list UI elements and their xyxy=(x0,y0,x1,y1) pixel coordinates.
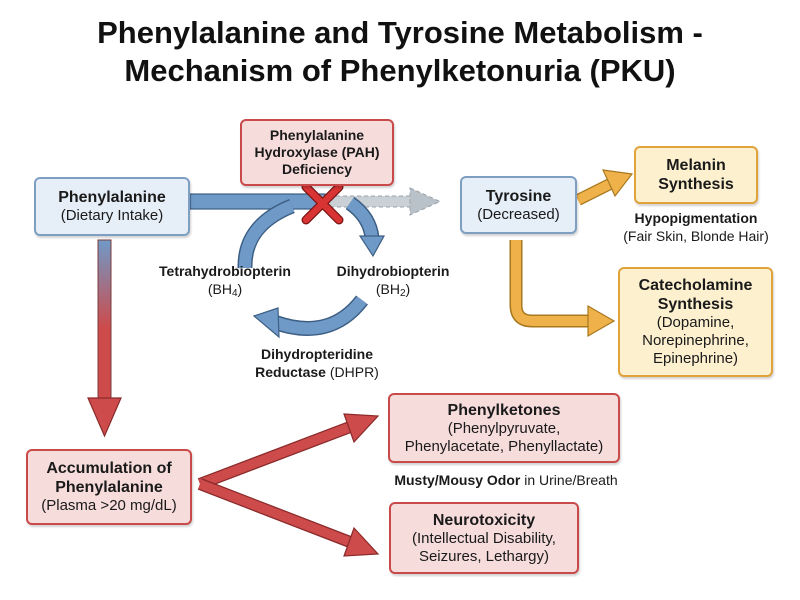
neurotoxicity-detail-1: (Intellectual Disability, xyxy=(412,529,556,547)
bh2-abbr: (BH2) xyxy=(375,281,411,299)
accumulation-branch-arrows xyxy=(197,413,380,557)
odor-rest: in Urine/Breath xyxy=(520,472,618,488)
hypopigmentation-detail: (Fair Skin, Blonde Hair) xyxy=(623,228,769,244)
bh2-name: Dihydrobiopterin xyxy=(336,263,450,279)
odor-label: Musty/Mousy Odor in Urine/Breath xyxy=(376,471,636,489)
dhpr-line-1: Dihydropteridine xyxy=(260,346,373,362)
phenylketones-detail-1: (Phenylpyruvate, xyxy=(447,419,561,437)
phenylketones-box: Phenylketones (Phenylpyruvate, Phenylace… xyxy=(388,393,620,463)
dhpr-label: Dihydropteridine Reductase (DHPR) xyxy=(222,345,412,381)
cofactor-cycle xyxy=(237,196,386,339)
odor-bold: Musty/Mousy Odor xyxy=(394,472,521,488)
tyrosine-name: Tyrosine xyxy=(485,187,552,205)
tyr-to-melanin-arrow xyxy=(575,169,634,206)
phenylalanine-name: Phenylalanine xyxy=(58,189,166,206)
title-line-2: Mechanism of Phenylketonuria (PKU) xyxy=(124,53,676,88)
melanin-box: Melanin Synthesis xyxy=(634,146,758,204)
tyrosine-detail: (Decreased) xyxy=(477,205,560,223)
tyrosine-box: Tyrosine (Decreased) xyxy=(460,176,577,234)
accumulation-line-1: Accumulation of xyxy=(46,460,172,477)
melanin-line-1: Melanin xyxy=(666,157,726,174)
bh4-abbr: (BH4) xyxy=(207,281,243,299)
x-mark-icon xyxy=(301,182,344,225)
neurotoxicity-detail-2: Seizures, Lethargy) xyxy=(418,547,550,565)
phenylketones-detail-2: Phenylacetate, Phenyllactate) xyxy=(404,437,604,455)
accumulation-detail: (Plasma >20 mg/dL) xyxy=(41,497,177,514)
catecholamine-detail-2: Norepinephrine, xyxy=(642,332,749,349)
phenylalanine-box: Phenylalanine (Dietary Intake) xyxy=(34,177,190,236)
diagram-title: Phenylalanine and Tyrosine Metabolism - … xyxy=(0,14,800,90)
bh2-label: Dihydrobiopterin (BH2) xyxy=(327,262,459,299)
accumulation-box: Accumulation of Phenylalanine (Plasma >2… xyxy=(26,449,192,525)
hypopigmentation-label: Hypopigmentation (Fair Skin, Blonde Hair… xyxy=(606,209,786,245)
catecholamine-line-1: Catecholamine xyxy=(638,277,753,294)
hypopigmentation-name: Hypopigmentation xyxy=(634,210,758,226)
title-line-1: Phenylalanine and Tyrosine Metabolism - xyxy=(97,15,703,50)
phenylalanine-detail: (Dietary Intake) xyxy=(60,207,164,224)
bh4-name: Tetrahydrobiopterin xyxy=(159,263,291,279)
catecholamine-detail-3: Epinephrine) xyxy=(652,350,739,367)
neurotoxicity-name: Neurotoxicity xyxy=(432,511,536,529)
pah-line-2: Hydroxylase (PAH) xyxy=(254,144,380,160)
pah-deficiency-box: Phenylalanine Hydroxylase (PAH) Deficien… xyxy=(240,119,394,186)
phe-to-tyr-arrow xyxy=(189,187,442,216)
dhpr-line-2: Reductase (DHPR) xyxy=(255,364,379,380)
bh4-label: Tetrahydrobiopterin (BH4) xyxy=(150,262,300,299)
melanin-line-2: Synthesis xyxy=(658,176,734,193)
phe-to-accumulation-arrow xyxy=(87,239,122,438)
phenylketones-name: Phenylketones xyxy=(447,401,561,419)
pah-line-3: Deficiency xyxy=(281,161,353,177)
accumulation-line-2: Phenylalanine xyxy=(55,479,163,496)
pah-line-1: Phenylalanine xyxy=(269,127,365,143)
catecholamine-box: Catecholamine Synthesis (Dopamine, Norep… xyxy=(618,267,773,377)
catecholamine-detail-1: (Dopamine, xyxy=(656,314,735,331)
catecholamine-line-2: Synthesis xyxy=(657,296,734,313)
tyr-to-catecholamine-arrow xyxy=(509,240,616,338)
neurotoxicity-box: Neurotoxicity (Intellectual Disability, … xyxy=(389,502,579,574)
